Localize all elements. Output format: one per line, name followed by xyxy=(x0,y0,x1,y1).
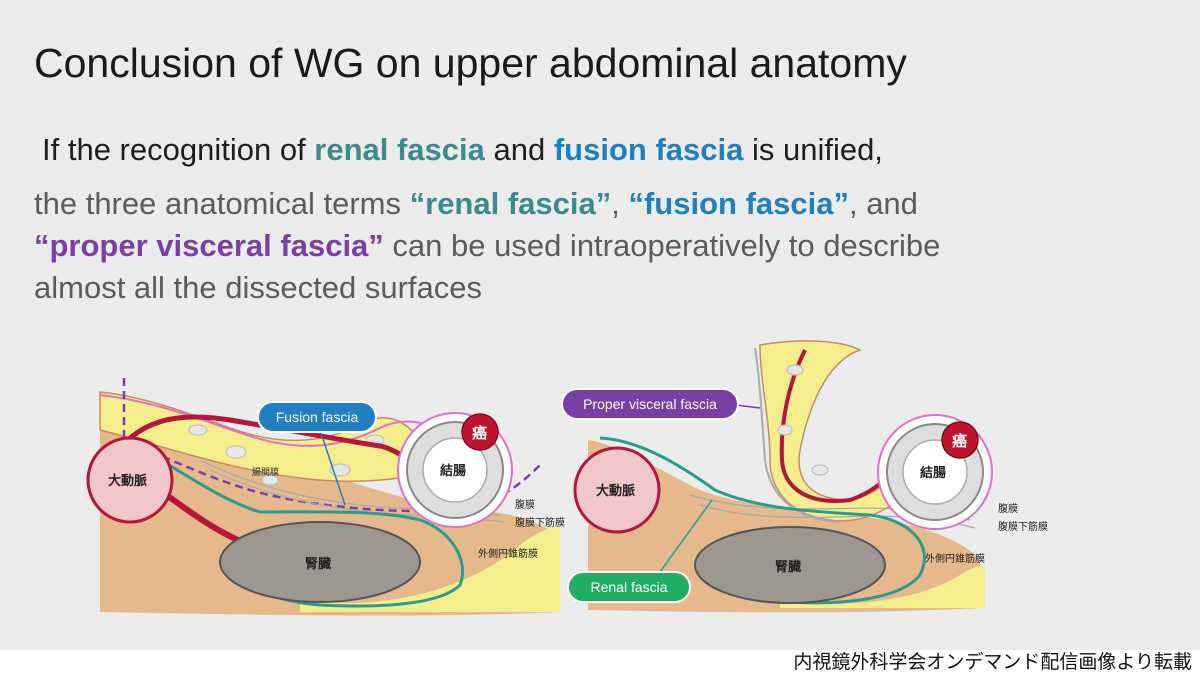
statement-line-1: If the recognition of renal fascia and f… xyxy=(42,132,883,168)
fusion-fascia-callout-label: Fusion fascia xyxy=(276,409,359,425)
right-cancer-marker xyxy=(941,421,979,459)
right-diagram: 腎臓 大動脈 結腸 癌 腹膜 腹膜下筋膜 外側円錐筋膜 Proper visce… xyxy=(561,340,1048,613)
left-fat-droplet-5 xyxy=(188,424,208,436)
line1-post: is unified, xyxy=(743,132,883,167)
proper-visceral-fascia-callout xyxy=(561,388,739,420)
right-kidney xyxy=(694,526,886,604)
left-diagram: 腎臓 大動脈 結腸 癌 腸間膜 腹膜 腹膜下筋膜 外側円錐筋膜 Fusion f… xyxy=(86,378,565,616)
right-fat-droplet-3 xyxy=(811,464,829,476)
right-aorta-label: 大動脈 xyxy=(596,483,635,499)
quoted-renal-fascia: “renal fascia” xyxy=(409,186,612,221)
right-renal-callout-leader xyxy=(659,499,713,573)
left-fat-droplet-1 xyxy=(225,445,247,459)
right-fat-droplet-1 xyxy=(786,364,804,376)
term-fusion-fascia: fusion fascia xyxy=(553,132,744,167)
right-proper-fascia xyxy=(754,347,841,523)
left-aorta-label: 大動脈 xyxy=(108,473,147,489)
left-cancer-marker xyxy=(461,413,499,451)
left-peritoneum-label: 腹膜 xyxy=(515,498,535,511)
statement-line-2: the three anatomical terms “renal fascia… xyxy=(34,186,918,222)
renal-fascia-callout xyxy=(567,571,691,603)
left-aorta xyxy=(86,436,174,524)
right-proper-callout-leader xyxy=(735,404,761,409)
right-peritoneum-label: 腹膜 xyxy=(998,502,1018,515)
line2-post: , and xyxy=(848,186,918,221)
slide: Conclusion of WG on upper abdominal anat… xyxy=(0,0,1200,650)
left-fat-droplet-2 xyxy=(261,474,279,486)
line1-pre: If the recognition of xyxy=(42,132,315,167)
statement-line-3: “proper visceral fascia” can be used int… xyxy=(34,228,940,264)
left-kidney-label: 腎臓 xyxy=(305,556,331,572)
quoted-fusion-fascia: “fusion fascia” xyxy=(628,186,849,221)
line3-post: can be used intraoperatively to describe xyxy=(383,228,941,263)
left-dissection-line xyxy=(122,378,541,513)
right-kidney-label: 腎臓 xyxy=(775,559,801,575)
term-renal-fascia: renal fascia xyxy=(314,132,485,167)
right-subperitoneal-label: 腹膜下筋膜 xyxy=(998,520,1048,533)
left-outer-fat xyxy=(300,527,560,612)
line1-mid: and xyxy=(484,132,554,167)
left-subperitoneal-label: 腹膜下筋膜 xyxy=(515,516,565,529)
line2-pre: the three anatomical terms xyxy=(34,186,410,221)
slide-title: Conclusion of WG on upper abdominal anat… xyxy=(34,40,907,86)
quoted-proper-visceral-fascia: “proper visceral fascia” xyxy=(34,228,384,263)
proper-visceral-fascia-callout-label: Proper visceral fascia xyxy=(583,396,717,412)
left-colon-label: 結腸 xyxy=(440,463,466,479)
left-kidney xyxy=(219,521,421,603)
right-outer-cone-label: 外側円錐筋膜 xyxy=(925,552,985,565)
source-credit: 内視鏡外科学会オンデマンド配信画像より転載 xyxy=(793,651,1192,673)
left-callout-leader xyxy=(319,429,346,506)
left-mesentery-label: 腸間膜 xyxy=(252,467,279,478)
left-colon-lumen xyxy=(422,437,488,503)
renal-fascia-callout-label: Renal fascia xyxy=(590,579,667,595)
fusion-fascia-callout xyxy=(257,401,377,433)
left-renal-fascia xyxy=(134,443,465,608)
line2-mid: , xyxy=(611,186,629,221)
right-cancer-label: 癌 xyxy=(952,432,967,450)
left-outer-cone-label: 外側円錐筋膜 xyxy=(478,547,538,560)
right-fat-droplet-2 xyxy=(777,424,793,436)
right-colon-label: 結腸 xyxy=(920,465,946,481)
anatomy-diagrams: 腎臓 大動脈 結腸 癌 腸間膜 腹膜 腹膜下筋膜 外側円錐筋膜 Fusion f… xyxy=(86,340,1048,616)
right-aorta xyxy=(573,446,661,534)
right-outer-fat xyxy=(780,565,985,608)
left-cancer-label: 癌 xyxy=(472,424,487,442)
left-peritoneum-line xyxy=(99,394,441,447)
statement-line-4: almost all the dissected surfaces xyxy=(34,270,482,305)
